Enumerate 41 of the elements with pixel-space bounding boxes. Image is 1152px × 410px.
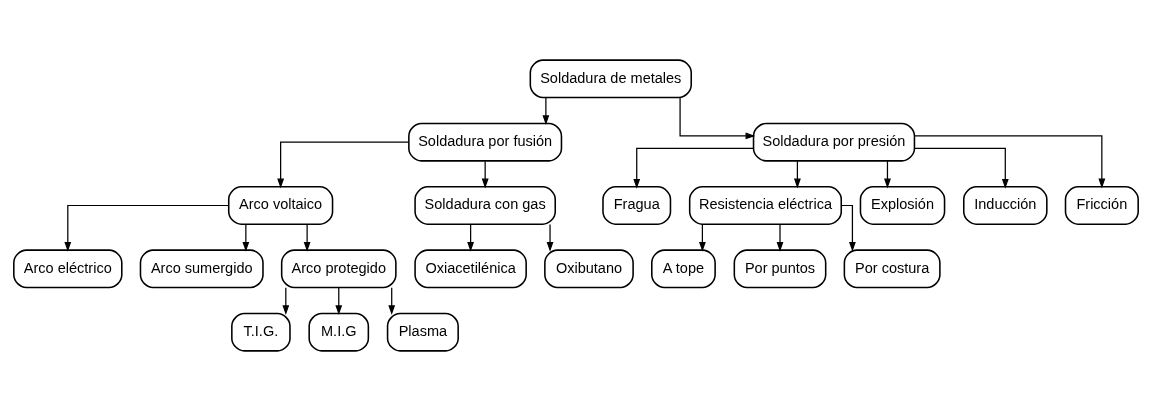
node-box: Plasma [386,312,459,352]
arrow [277,141,410,188]
arrow [914,134,1106,188]
node-box: Explosión [859,185,946,225]
node-box: A tope [651,248,716,288]
node-box: Por puntos [733,248,827,288]
arrow [840,204,856,252]
arrow [698,223,706,252]
arrow [64,204,230,252]
node-box: Oxibutano [544,248,634,288]
node-box: Soldadura por presión [752,122,916,162]
arrow [679,96,756,139]
node-box: Arco voltaico [227,185,334,225]
arrow [282,286,290,315]
arrow [542,96,550,125]
arrow [388,286,396,315]
node-box: Fricción [1064,185,1139,225]
arrow [914,147,1009,189]
node-box: Arco sumergido [139,248,264,288]
node-box: Por costura [843,248,941,288]
node-box: Arco protegido [280,248,397,288]
arrow [481,160,489,188]
node-box: Oxiacetilénica [414,248,527,288]
node-box: Arco eléctrico [13,248,123,288]
arrow [776,223,784,252]
node-box: M.I.G [308,312,370,352]
node-box: Soldadura con gas [414,185,556,225]
arrow [467,223,475,252]
node-box: Soldadura de metales [529,58,692,98]
arrow [303,223,311,252]
arrow [884,160,891,188]
node-box: T.I.G. [231,312,291,352]
node-box: Inducción [963,185,1048,225]
arrow [242,223,250,252]
node-box: Soldadura por fusión [408,122,563,162]
arrow [546,223,554,252]
arrow [793,160,801,188]
arrow [633,147,755,189]
node-box: Fragua [602,185,672,225]
node-box: Resistencia eléctrica [688,185,843,225]
arrow [335,286,343,315]
